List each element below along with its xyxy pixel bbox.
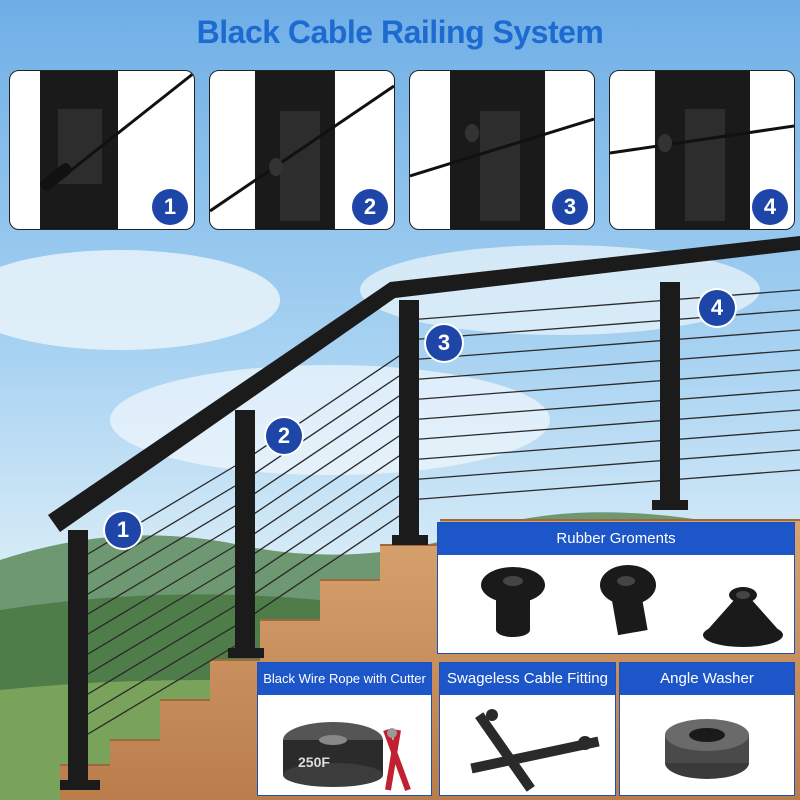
- panel-swageless-fitting: Swageless Cable Fitting: [439, 662, 616, 796]
- detail-corner-post: 3: [409, 70, 595, 230]
- corner-post-illustration: [410, 71, 594, 229]
- post-badge-4: 4: [699, 290, 735, 326]
- panel-title: Angle Washer: [620, 663, 794, 695]
- panel-rubber-grommets: Rubber Groments: [437, 522, 795, 654]
- panel-wire-rope: Black Wire Rope with Cutter 250F: [257, 662, 432, 796]
- wire-rope-illustration: 250F: [283, 722, 411, 792]
- post-badge-2: 2: [266, 418, 302, 454]
- panel-title: Rubber Groments: [438, 523, 794, 555]
- end-post-illustration: [40, 71, 194, 229]
- panel-angle-washer: Angle Washer: [619, 662, 795, 796]
- post-badge-3: 3: [426, 325, 462, 361]
- detail-badge-3: 3: [552, 189, 588, 225]
- level-post-illustration: [610, 71, 794, 229]
- intermediate-post-illustration: [210, 71, 394, 229]
- post-badge-1: 1: [105, 512, 141, 548]
- detail-intermediate-post: 2: [209, 70, 395, 230]
- cable-fitting-illustration: [470, 709, 600, 792]
- panel-title: Black Wire Rope with Cutter: [258, 663, 431, 695]
- panel-title: Swageless Cable Fitting: [440, 663, 615, 695]
- detail-badge-1: 1: [152, 189, 188, 225]
- grommets-illustration: [481, 565, 783, 647]
- page-title: Black Cable Railing System: [196, 14, 604, 50]
- angle-washer-illustration: [665, 719, 749, 779]
- detail-end-post: 1: [9, 70, 195, 230]
- detail-badge-2: 2: [352, 189, 388, 225]
- detail-level-post: 4: [609, 70, 795, 230]
- detail-badge-4: 4: [752, 189, 788, 225]
- spool-label: 250F: [298, 754, 330, 770]
